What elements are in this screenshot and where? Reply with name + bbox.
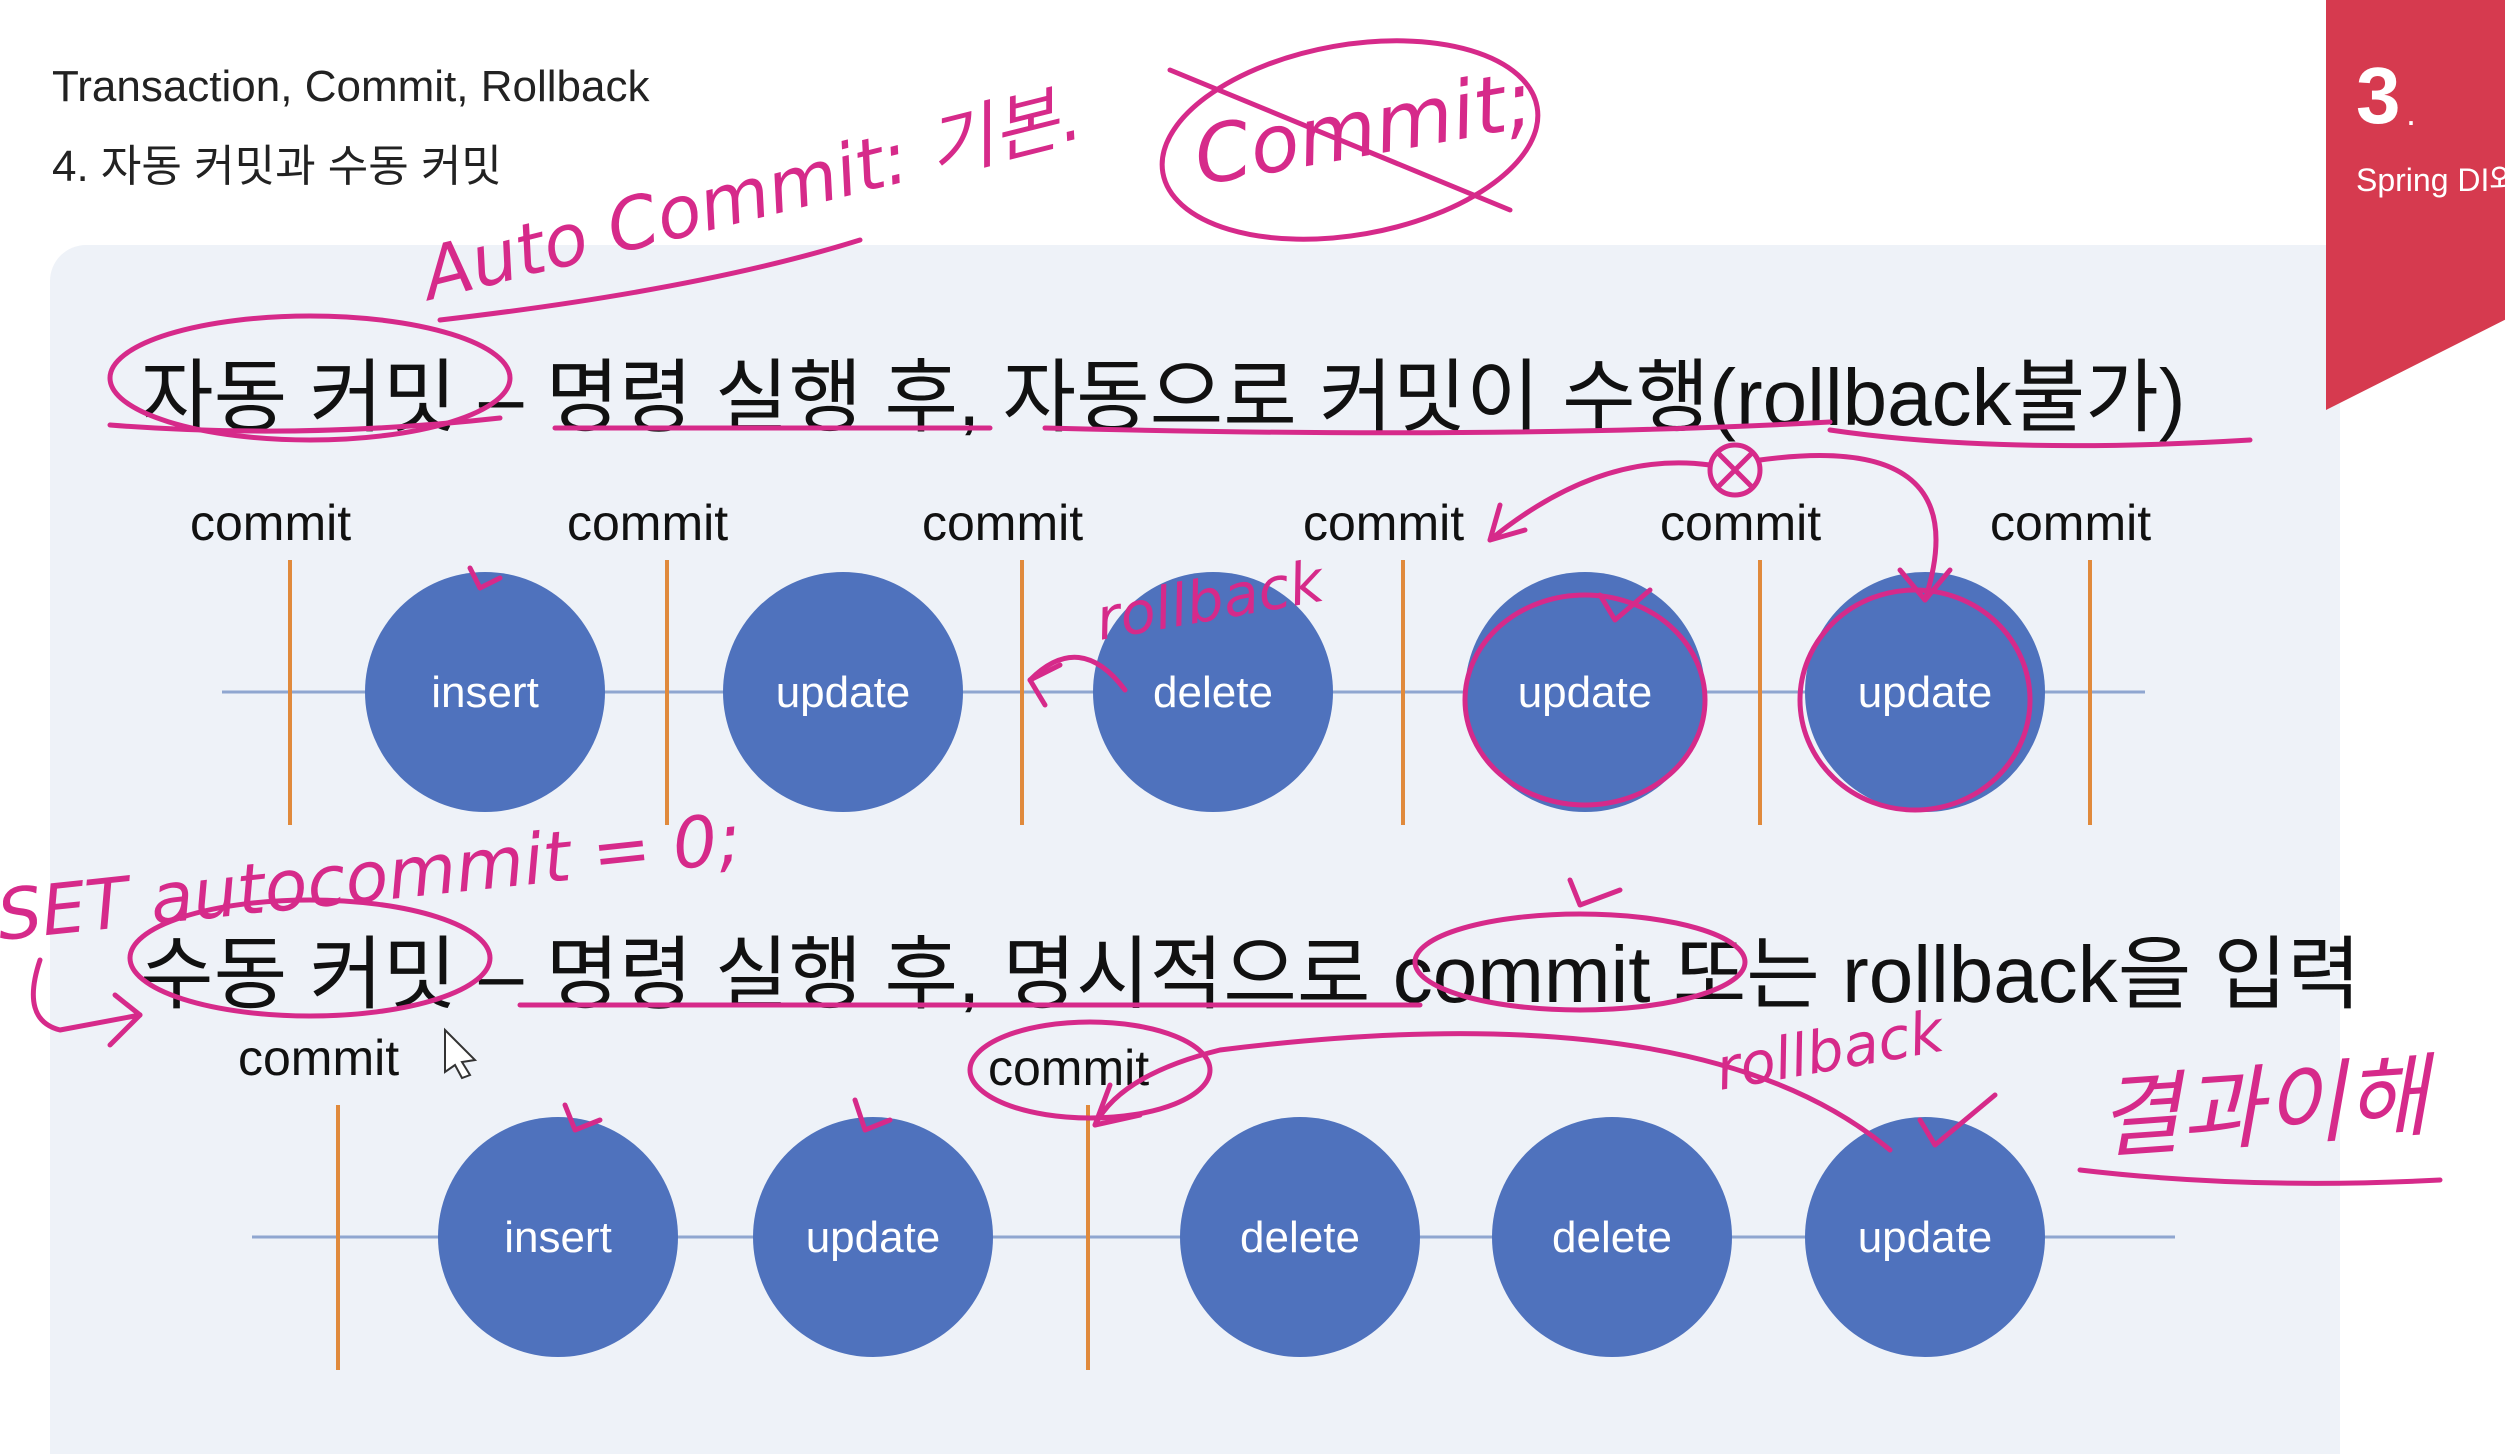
row2-commit-circle [967,1019,1213,1121]
slide-title: Transaction, Commit, Rollback [52,62,650,111]
check-update-2 [852,1097,893,1133]
check-insert-1 [467,565,503,591]
auto-operation-label: insert [431,668,539,717]
auto-operation-label: update [776,668,911,717]
manual-operation-label: insert [504,1213,612,1262]
arrowhead-update-5 [1897,567,1953,603]
check-commit-word [1567,877,1623,908]
auto-operation-circle [365,572,605,812]
auto-note-underline [437,237,863,323]
manual-operation-circle [1805,1117,2045,1357]
update-4-circle [1462,592,1708,808]
manual-operation-circle [1492,1117,1732,1357]
manual-operation-circle [1180,1117,1420,1357]
manual-commit-label: commit [238,1030,399,1086]
auto-operation-circle [1805,572,2045,812]
auto-commit-label: commit [190,495,351,551]
x-mark [1715,450,1755,490]
arrow-to-update-5 [1757,453,1939,603]
chapter-dot: . [2406,92,2417,133]
arrow-to-commit-4 [1487,460,1713,543]
handwritten-annotations: Auto Commit: 기본. Commit; rollback SET au… [0,38,2443,1186]
auto-operation-circle [1465,572,1705,812]
auto-commit-circle [107,313,513,443]
manual-operation-label: delete [1552,1213,1672,1262]
set-arrow [30,957,143,1033]
rollback-bottom-arrow [1092,1031,1893,1153]
auto-commit-label: commit [922,495,1083,551]
rollback-bottom-arrowhead [1092,1082,1143,1128]
crossed-commit-circle [1159,38,1541,242]
auto-commit-heading: 자동 커밋 – 명령 실행 후, 자동으로 커밋이 수행(rollback불가) [140,353,2186,442]
auto-operation-circle [723,572,963,812]
slide-subtitle: 4. 자동 커밋과 수동 커밋 [52,142,502,191]
set-autocommit-note: SET autocommit = 0; [0,797,745,957]
auto-commit-label: commit [1990,495,2151,551]
chapter-name: Spring DI와 [2356,162,2505,198]
manual-operation-circle [753,1117,993,1357]
arrowhead-commit-4 [1487,502,1528,543]
korean-note: 결과이해 [2094,1043,2441,1171]
auto-operation-label: update [1518,668,1653,717]
check-update-4 [1597,587,1653,623]
rollback-bottom-note: rollback [1711,997,1951,1104]
cursor-icon [444,1027,478,1080]
check-insert-2 [562,1102,603,1133]
auto-commit-label: commit [567,495,728,551]
auto-underline-1 [107,415,503,434]
cross-out-stroke [1167,67,1513,213]
x-mark-circle [1707,442,1763,498]
korean-note-underline [2077,1167,2443,1186]
auto-underline-3 [1042,419,1833,436]
auto-operation-circle [1093,572,1333,812]
auto-commit-note: Auto Commit: 기본. [410,72,1090,318]
manual-operation-circle [438,1117,678,1357]
auto-underline-4 [1827,427,2253,449]
auto-operation-label: update [1858,668,1993,717]
auto-commit-label: commit [1660,495,1821,551]
manual-commit-circle [127,897,493,1019]
rollback-top-arrowhead [1027,662,1063,708]
auto-commit-label: commit [1303,495,1464,551]
rollback-top-arrow [1027,654,1128,693]
update-5-circle [1797,587,2033,813]
chapter-number: 3 [2356,51,2401,140]
auto-operation-label: delete [1153,668,1273,717]
set-arrowhead [107,992,143,1048]
check-update-final [1917,1092,1998,1148]
commit-word-circle [1412,911,1748,1013]
manual-operation-label: update [806,1213,941,1262]
manual-operation-label: delete [1240,1213,1360,1262]
manual-operation-label: update [1858,1213,1993,1262]
manual-commit-label: commit [988,1040,1149,1096]
